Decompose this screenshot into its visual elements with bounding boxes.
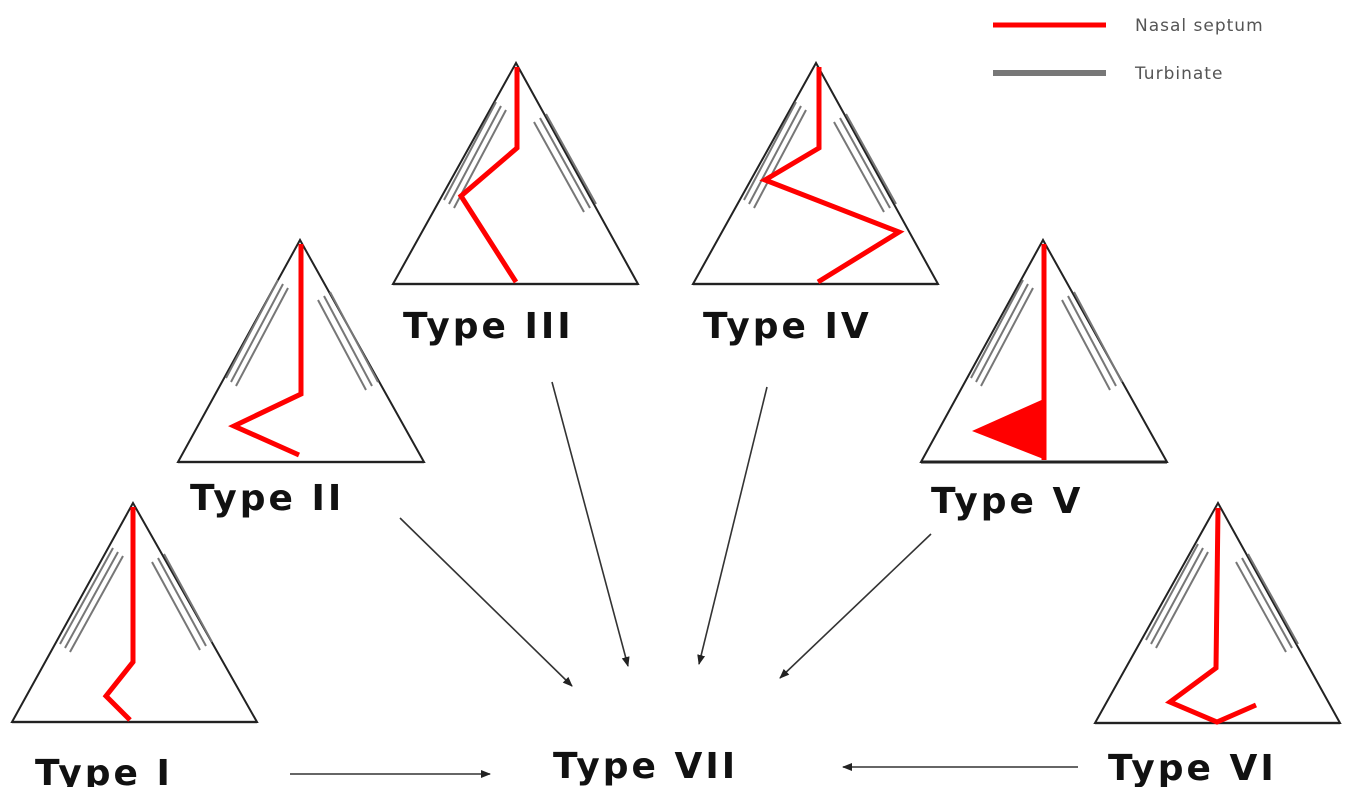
type-2-turbinate-right [317, 291, 379, 391]
type-5-label: Type V [931, 481, 1083, 522]
type-2-label: Type II [190, 478, 344, 519]
type-3-diagram: Type III [391, 60, 640, 347]
type-3-turbinate-left [443, 101, 507, 209]
type-7-label: Type VII [553, 746, 738, 787]
type-2-septum [228, 244, 304, 458]
arrow-type-4-to-type-7 [697, 386, 768, 665]
arrow-type-3-to-type-7 [551, 381, 630, 667]
arrow-type-2-to-type-7 [399, 517, 573, 687]
type-1-turbinate-left [59, 547, 124, 653]
legend-septum-label: Nasal septum [1135, 16, 1264, 36]
type-3-triangle [391, 60, 640, 285]
type-6-septum [1164, 507, 1257, 725]
type-5-septal-spur [972, 398, 1046, 460]
type-1-label: Type I [35, 753, 173, 787]
arrows [290, 381, 1078, 778]
type-6-turbinate-right [1235, 553, 1299, 653]
type-1-septum [102, 507, 136, 722]
type-2-turbinate-left [225, 279, 289, 387]
type-4-turbinate-right [833, 113, 897, 213]
type-1-turbinate-right [151, 553, 213, 651]
type-4-septum [759, 67, 905, 285]
type-3-label: Type III [403, 306, 574, 347]
type-6-turbinate-left [1145, 543, 1209, 649]
type-6-label: Type VI [1108, 748, 1277, 787]
legend-turbinate-label: Turbinate [1134, 64, 1223, 84]
type-4-turbinate-left [743, 101, 807, 209]
type-5-turbinate-left [970, 279, 1034, 387]
type-5-turbinate-right [1061, 291, 1123, 391]
type-4-diagram: Type IV [691, 60, 940, 347]
type-2-diagram: Type II [176, 237, 426, 519]
type-3-turbinate-right [533, 113, 597, 213]
arrow-type-5-to-type-7 [779, 533, 932, 679]
type-3-septum [457, 67, 520, 284]
type-4-label: Type IV [703, 306, 872, 347]
type-5-diagram: Type V [919, 237, 1169, 522]
legend: Nasal septum Turbinate [993, 16, 1264, 84]
type-6-diagram: Type VI [1093, 500, 1342, 787]
type-4-triangle [691, 60, 940, 285]
type-1-diagram: Type I [10, 500, 259, 787]
